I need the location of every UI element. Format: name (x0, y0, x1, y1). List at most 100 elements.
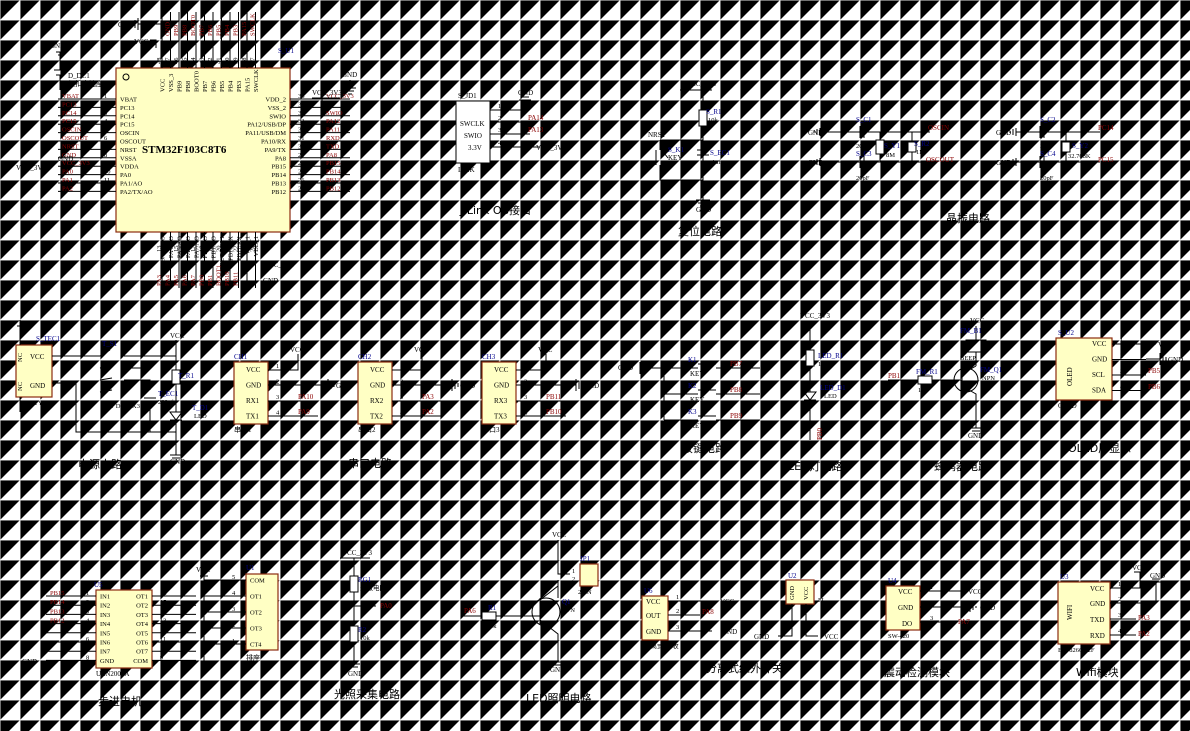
svg-text:S_R1: S_R1 (706, 108, 722, 116)
svg-text:25: 25 (298, 185, 305, 192)
uln-out-pin: OT1 (136, 594, 148, 601)
svg-text:T_S1: T_S1 (102, 340, 118, 348)
svg-text:18: 18 (199, 246, 206, 253)
svg-text:GND: GND (1168, 356, 1183, 364)
ir-block[interactable]: U6 VCC OUT GND 1 2 3 VCC PA8 GND 分离式-接收 … (641, 572, 839, 675)
svg-text:28: 28 (298, 160, 305, 167)
svg-text:40: 40 (224, 58, 231, 65)
section-oled: OLED屏显示 (1068, 442, 1131, 455)
section-vibration: 震动检测模块 (884, 665, 950, 679)
svg-text:3: 3 (104, 110, 107, 117)
crystal-oscin: OSCIN (928, 124, 949, 132)
svg-text:SW-420: SW-420 (888, 633, 909, 640)
mcu-bottom-net: PA5 (173, 275, 180, 286)
svg-text:VCC: VCC (30, 353, 45, 361)
mcu-left-pin: PA1/AO (120, 181, 142, 188)
svg-text:KEY: KEY (690, 422, 704, 430)
uart-connector (357, 361, 393, 425)
svg-text:PC15: PC15 (1098, 156, 1114, 164)
mcu-bottom-net: PA4 (165, 274, 172, 286)
oled-chip-text: OLED (1066, 367, 1074, 386)
svg-text:20pF: 20pF (1040, 175, 1054, 182)
uln2003-chip (95, 589, 153, 669)
mcu-right-pin: PB14 (272, 172, 287, 179)
pin1-dot-icon (122, 73, 130, 81)
mcu-bottom-net: PA6 (182, 274, 189, 286)
mcu-left-pin: VSSA (120, 155, 137, 162)
svg-text:S_C2: S_C2 (1040, 116, 1056, 124)
mcu-left-pin: PA0 (120, 172, 131, 179)
mcu-top-net: PB5 (216, 25, 223, 36)
svg-text:GND: GND (754, 633, 769, 641)
uln-in-net: PB14 (50, 599, 65, 606)
svg-text:U1: U1 (246, 564, 255, 572)
svg-text:20: 20 (216, 246, 223, 253)
reset-block[interactable]: VCC_3V3 S_R1 10k NRST S_K1 KEY S_EC1 1uf… (648, 80, 730, 238)
buzzer-block[interactable]: VCC FM_B1 BEEP PB1 FM_R1 1k FM_Q1 NPN GN… (888, 317, 1003, 473)
mcu-left-net: OSCOUT (62, 135, 88, 142)
svg-text:7: 7 (104, 143, 108, 150)
power-block[interactable]: S_TEC1 VCC GND NC NC TYPEC T_S1 KFT DIP-… (15, 320, 209, 471)
uln-in-pin: IN6 (100, 640, 111, 647)
svg-text:NC: NC (17, 382, 24, 391)
svg-text:GND: GND (1090, 600, 1105, 608)
uart-name: 串口3 (482, 426, 500, 434)
vibration-block[interactable]: U4 VCC GND DO 1 2 3 VCC GND PA7 SW-420 震… (884, 577, 995, 679)
svg-text:VCC: VCC (1132, 564, 1147, 572)
battery-designator: D_DC1 (68, 72, 90, 80)
uart-net-tx: PA9 (298, 408, 310, 416)
svg-text:VCC: VCC (824, 633, 839, 641)
svg-text:PB0: PB0 (816, 427, 824, 440)
uart-net-rx: PA10 (298, 393, 314, 401)
mcu-right-net: PB14 (326, 169, 341, 176)
wifi-block[interactable]: U3 WIFI VCC GND TXD RXD 1 2 3 4 VCC GND … (1057, 564, 1165, 679)
mcu-right-pin: PA11/USB/DM (245, 130, 286, 137)
light-block[interactable]: VCC_3V3 RG1 光敏电阻 PA0 R2 10k GND 光照采集电路 (334, 549, 400, 701)
svg-text:1uf: 1uf (712, 159, 722, 166)
mcu-bottom-pin: PA6/AO (185, 236, 192, 258)
svg-text:GND: GND (618, 364, 633, 372)
svg-text:GND: GND (898, 604, 913, 612)
motor-pin: OT2 (250, 610, 262, 617)
uart-pin: TX3 (494, 413, 507, 421)
svg-text:GND: GND (30, 382, 45, 390)
mcu-left-pin: OSCOUT (120, 139, 146, 146)
svg-text:45: 45 (182, 58, 189, 65)
lighting-block[interactable]: VCC JP1 2PIN 1 2 PA6 R1 1k Q1 NPN GND LE… (462, 531, 599, 705)
jlink-block[interactable]: S_JD1 SWCLK SWIO 3.3V LINK 1 2 3 4 GND P… (455, 89, 566, 217)
led-block[interactable]: VCC_3V3 LED_R1 1k LED_D1 LED PB0 LED灯电路 (788, 312, 846, 473)
svg-text:14: 14 (165, 245, 172, 252)
crystal-block[interactable]: GND GND S_C1 20pF S_C3 20pF S_Y1 8M S_R2… (808, 116, 1114, 225)
section-led: LED灯电路 (788, 460, 843, 473)
uart-net-tx: PB10 (546, 408, 562, 416)
mcu-part: STM32F103C8T6 (142, 144, 227, 156)
svg-text:WIFI: WIFI (1066, 604, 1074, 620)
uart-pin: VCC (246, 366, 261, 374)
svg-text:42: 42 (207, 58, 214, 65)
svg-text:PA8: PA8 (702, 608, 714, 616)
svg-text:VCC_3V3: VCC_3V3 (800, 312, 830, 320)
svg-text:5: 5 (232, 574, 235, 581)
svg-text:S_EC1: S_EC1 (710, 149, 730, 157)
svg-text:1: 1 (1118, 581, 1121, 588)
uart-connector (481, 361, 517, 425)
mcu-top-pin: VSS_3 (168, 74, 175, 92)
svg-text:1: 1 (1120, 337, 1123, 344)
svg-text:3: 3 (276, 394, 279, 401)
key-designator: K3 (688, 408, 697, 416)
svg-text:KEY: KEY (690, 370, 704, 378)
svg-text:31: 31 (298, 135, 305, 142)
svg-text:KEY: KEY (690, 396, 704, 404)
svg-text:220uf: 220uf (158, 399, 174, 406)
svg-text:1: 1 (930, 584, 933, 591)
svg-text:PA2: PA2 (1138, 630, 1150, 638)
mcu-block[interactable]: S_U1 STM32F103C8T6 VBAT1VBATPC132PC13PC1… (16, 12, 357, 288)
section-ir: 分离式红外开关 (706, 661, 783, 675)
reset-vcc: VCC_3V3 (686, 80, 716, 88)
crystal-oscout: OSCOUT (926, 156, 955, 164)
svg-text:R1: R1 (488, 604, 497, 612)
